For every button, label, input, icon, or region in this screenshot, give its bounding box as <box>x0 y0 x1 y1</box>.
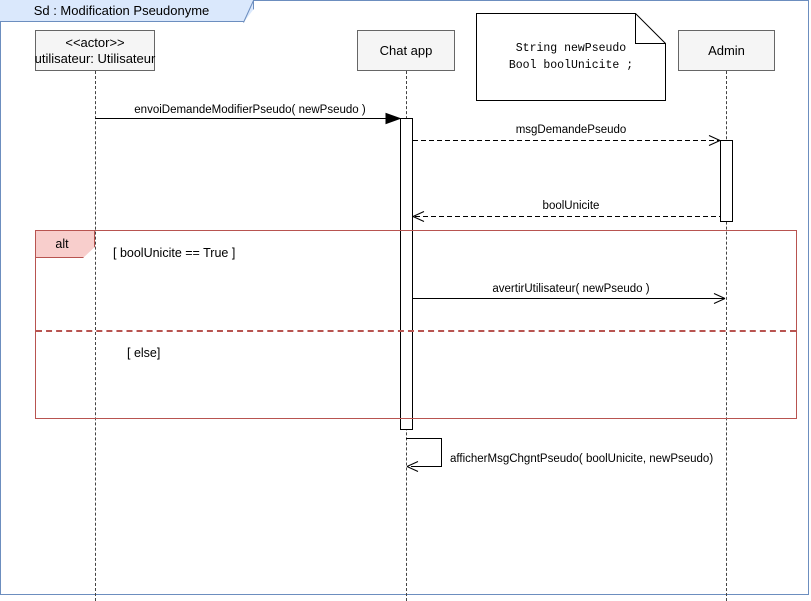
alt-guard-condition-else: [ else] <box>127 346 161 360</box>
message-arrow-msg-demande-pseudo <box>413 135 721 146</box>
message-arrow-avertir-utilisateur <box>413 293 726 304</box>
message-arrow-bool-unicite <box>412 211 720 222</box>
message-label-envoi-demande-modifier-pseudo: envoiDemandeModifierPseudo( newPseudo ) <box>134 104 366 116</box>
lifeline-line-utilisateur <box>95 71 96 601</box>
lifeline-label-admin: Admin <box>708 42 745 58</box>
alt-fragment-tag: alt <box>35 230 95 258</box>
message-label-afficher-msg-chgnt-pseudo: afficherMsgChgntPseudo( boolUnicite, new… <box>450 453 714 465</box>
alt-fragment-divider <box>36 330 796 332</box>
lifeline-stereotype-utilisateur: <<actor>> <box>65 34 125 50</box>
lifeline-label-chat-app: Chat app <box>379 42 433 58</box>
lifeline-head-chat-app[interactable]: Chat app <box>357 30 455 71</box>
alt-fragment-frame <box>35 230 797 419</box>
message-label-avertir-utilisateur: avertirUtilisateur( newPseudo ) <box>492 283 650 295</box>
note-text: String newPseudo Bool boolUnicite ; <box>508 42 634 72</box>
diagram-title-label: Sd : Modification Pseudonyme <box>33 3 210 18</box>
message-arrow-envoi-demande-modifier-pseudo <box>95 112 402 125</box>
lifeline-head-admin[interactable]: Admin <box>678 30 775 71</box>
note-shape <box>476 13 666 101</box>
activation-bar-chat-app <box>400 118 413 430</box>
message-arrow-afficher-msg-chgnt-pseudo <box>406 438 442 472</box>
alt-guard-condition-true: [ boolUnicite == True ] <box>113 246 236 260</box>
activation-bar-admin <box>720 140 733 222</box>
lifeline-head-utilisateur[interactable]: <<actor>> utilisateur: Utilisateur <box>35 30 155 71</box>
lifeline-label-utilisateur: utilisateur: Utilisateur <box>34 50 156 66</box>
lifeline-line-admin <box>726 71 727 601</box>
message-label-msg-demande-pseudo: msgDemandePseudo <box>515 124 627 136</box>
message-label-bool-unicite: boolUnicite <box>542 200 600 212</box>
